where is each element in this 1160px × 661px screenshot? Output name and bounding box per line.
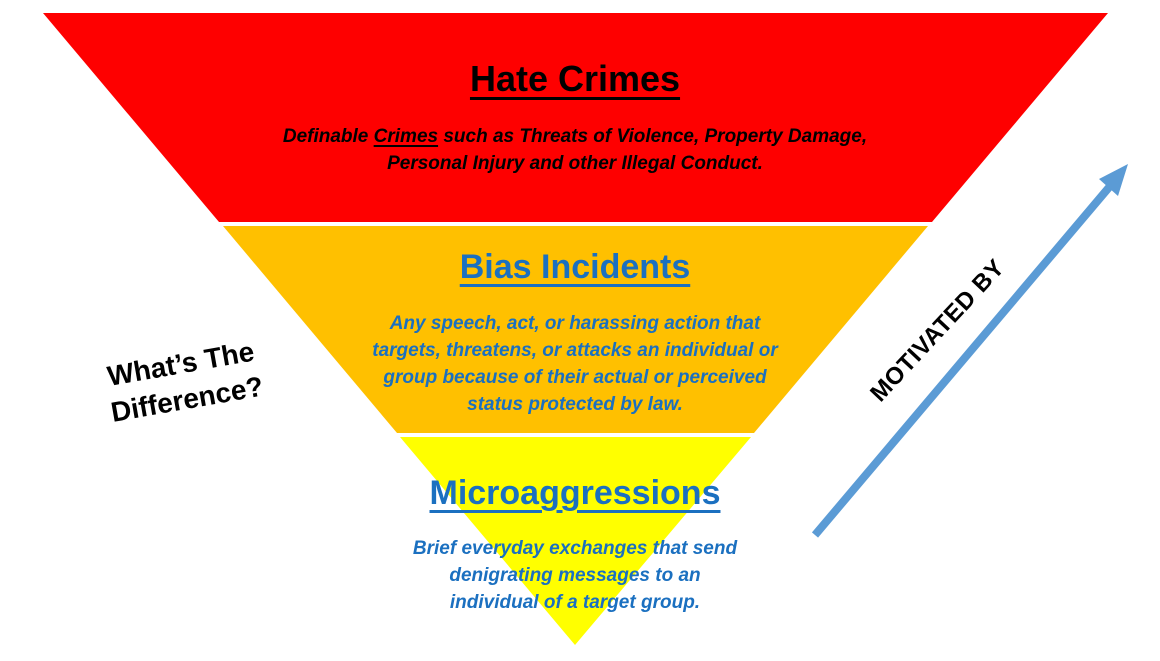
microaggressions-description-line-1: Brief everyday exchanges that send [412,538,738,559]
bias-incidents-description-line-4: status protected by law. [467,394,683,415]
pyramid-tier-bias-incidents [223,226,928,433]
underlined-word-crimes: Crimes [373,126,439,147]
hate-crimes-description-line-2: Personal Injury and other Illegal Conduc… [387,153,763,174]
microaggressions-description: Brief everyday exchanges that send denig… [375,535,775,616]
bias-incidents-title: Bias Incidents [175,248,975,286]
hate-crimes-description: Definable Crimes such as Threats of Viol… [225,123,925,177]
bias-incidents-description-line-2: targets, threatens, or attacks an indivi… [372,340,778,361]
bias-incidents-title-text: Bias Incidents [459,248,691,286]
microaggressions-title: Microaggressions [175,474,975,512]
bias-incidents-description: Any speech, act, or harassing action tha… [345,310,805,418]
bias-incidents-description-line-3: group because of their actual or perceiv… [383,367,767,388]
microaggressions-description-line-3: individual of a target group. [449,592,701,613]
hate-crimes-description-line-1: Definable Crimes such as Threats of Viol… [282,126,868,147]
microaggressions-description-line-2: denigrating messages to an [449,565,701,586]
pyramid-tier-microaggressions [400,437,751,645]
hate-crimes-title: Hate Crimes [175,60,975,98]
microaggressions-title-text: Microaggressions [429,474,721,512]
motivated-by-arrow-shaft [811,182,1115,538]
hate-crimes-title-text: Hate Crimes [469,58,681,99]
bias-incidents-description-line-1: Any speech, act, or harassing action tha… [389,313,761,334]
motivated-by-arrowhead-icon [1099,164,1128,196]
pyramid-tier-hate-crimes [43,13,1108,222]
